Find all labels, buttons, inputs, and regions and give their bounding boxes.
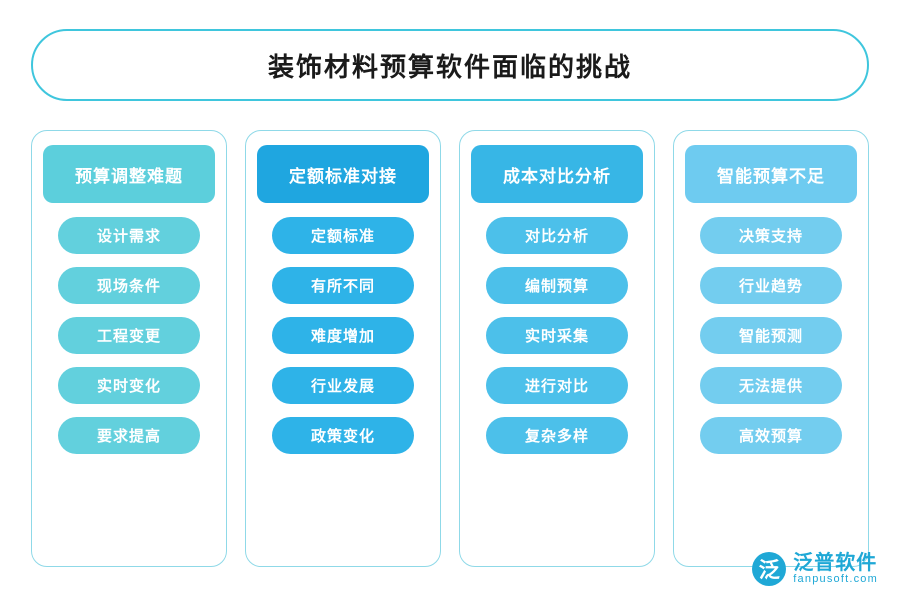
list-item[interactable]: 高效预算	[700, 417, 842, 454]
list-item[interactable]: 定额标准	[272, 217, 414, 254]
logo-texts: 泛普软件 fanpusoft.com	[793, 551, 878, 586]
list-item[interactable]: 实时采集	[486, 317, 628, 354]
list-item[interactable]: 现场条件	[58, 267, 200, 304]
column-header: 成本对比分析	[471, 145, 643, 203]
column-quota-standard: 定额标准对接 定额标准 有所不同 难度增加 行业发展 政策变化	[245, 130, 441, 567]
column-smart-budget: 智能预算不足 决策支持 行业趋势 智能预测 无法提供 高效预算	[673, 130, 869, 567]
column-header: 定额标准对接	[257, 145, 429, 203]
list-item[interactable]: 决策支持	[700, 217, 842, 254]
list-item[interactable]: 实时变化	[58, 367, 200, 404]
list-item[interactable]: 无法提供	[700, 367, 842, 404]
list-item[interactable]: 对比分析	[486, 217, 628, 254]
column-budget-adjustment: 预算调整难题 设计需求 现场条件 工程变更 实时变化 要求提高	[31, 130, 227, 567]
logo-mark-icon: 泛	[752, 552, 787, 586]
page-title: 装饰材料预算软件面临的挑战	[267, 51, 632, 82]
column-items: 设计需求 现场条件 工程变更 实时变化 要求提高	[58, 217, 200, 454]
column-header: 预算调整难题	[43, 145, 215, 203]
column-items: 对比分析 编制预算 实时采集 进行对比 复杂多样	[486, 217, 628, 454]
list-item[interactable]: 工程变更	[58, 317, 200, 354]
list-item[interactable]: 行业发展	[272, 367, 414, 404]
list-item[interactable]: 设计需求	[58, 217, 200, 254]
logo-name-cn: 泛普软件	[793, 551, 878, 574]
column-cost-comparison: 成本对比分析 对比分析 编制预算 实时采集 进行对比 复杂多样	[459, 130, 655, 567]
list-item[interactable]: 进行对比	[486, 367, 628, 404]
title-banner: 装饰材料预算软件面临的挑战	[31, 29, 869, 101]
list-item[interactable]: 智能预测	[700, 317, 842, 354]
column-header: 智能预算不足	[685, 145, 857, 203]
list-item[interactable]: 要求提高	[58, 417, 200, 454]
columns-container: 预算调整难题 设计需求 现场条件 工程变更 实时变化 要求提高 定额标准对接 定…	[31, 130, 869, 567]
list-item[interactable]: 有所不同	[272, 267, 414, 304]
list-item[interactable]: 复杂多样	[486, 417, 628, 454]
list-item[interactable]: 编制预算	[486, 267, 628, 304]
list-item[interactable]: 难度增加	[272, 317, 414, 354]
brand-logo: 泛 泛普软件 fanpusoft.com	[752, 552, 878, 586]
logo-name-en: fanpusoft.com	[793, 572, 878, 585]
column-items: 决策支持 行业趋势 智能预测 无法提供 高效预算	[700, 217, 842, 454]
list-item[interactable]: 行业趋势	[700, 267, 842, 304]
list-item[interactable]: 政策变化	[272, 417, 414, 454]
column-items: 定额标准 有所不同 难度增加 行业发展 政策变化	[272, 217, 414, 454]
